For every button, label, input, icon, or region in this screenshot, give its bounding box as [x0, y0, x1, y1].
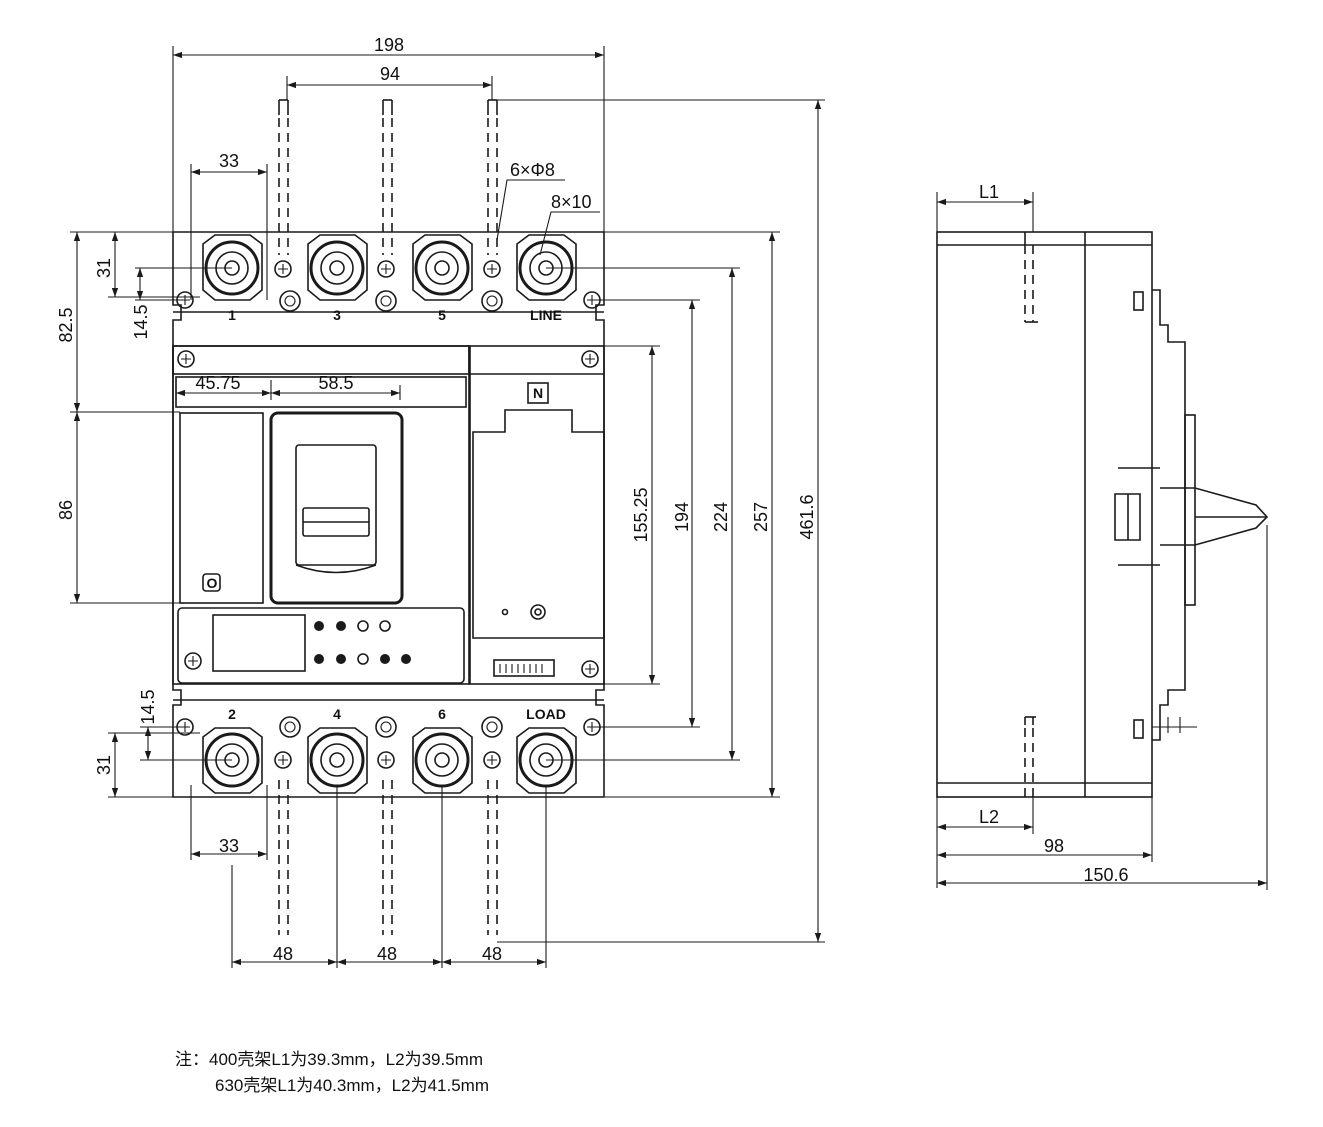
note-line-2: 630壳架L1为40.3mm，L2为41.5mm	[215, 1076, 490, 1095]
trip-indicator	[202, 573, 221, 592]
indicator-leds	[314, 620, 411, 665]
pole-label-top-3: 3	[333, 307, 341, 323]
dim-right-257: 257	[751, 502, 771, 532]
dim-left-14-5-top: 14.5	[131, 304, 151, 339]
dim-l2: L2	[979, 807, 999, 827]
dim-right-224: 224	[711, 502, 731, 532]
dip-switch	[493, 659, 555, 677]
dim-top-terminal-width: 33	[219, 151, 239, 171]
callout-hole-spec: 6×Φ8	[510, 160, 555, 180]
note-line-1: 注：400壳架L1为39.3mm，L2为39.5mm	[175, 1050, 484, 1069]
dim-pitch-2: 48	[377, 944, 397, 964]
dim-left-31-top: 31	[94, 258, 114, 278]
phase-barriers	[278, 99, 498, 935]
pole-label-line: LINE	[530, 307, 562, 323]
pole-label-bottom-6: 6	[438, 706, 446, 722]
dim-pitch-3: 48	[482, 944, 502, 964]
dim-depth-total: 150.6	[1083, 865, 1128, 885]
pole-label-bottom-4: 4	[333, 706, 341, 722]
control-strip	[177, 607, 465, 684]
side-body	[936, 231, 1153, 798]
terminal-top-5	[412, 234, 473, 301]
dim-inner-58-5: 58.5	[318, 373, 353, 393]
front-view: O N	[172, 99, 605, 935]
bottom-terminals	[202, 716, 577, 794]
pole-label-top-1: 1	[228, 307, 236, 323]
neutral-label: N	[533, 385, 543, 401]
pole-label-top-5: 5	[438, 307, 446, 323]
display-window	[212, 614, 306, 672]
dim-right-194: 194	[672, 502, 692, 532]
dim-l1: L1	[979, 182, 999, 202]
top-terminals	[202, 234, 577, 312]
terminal-top-3	[307, 234, 368, 301]
dim-depth-body: 98	[1044, 836, 1064, 856]
terminal-bottom-4	[307, 727, 368, 794]
dim-bottom-terminal-width: 33	[219, 836, 239, 856]
side-view	[936, 231, 1269, 798]
dim-right-461-6: 461.6	[797, 494, 817, 539]
dim-left-31-bottom: 31	[94, 755, 114, 775]
callout-slot-spec: 8×10	[551, 192, 592, 212]
dim-pitch-1: 48	[273, 944, 293, 964]
neutral-badge	[527, 382, 549, 404]
dim-inner-45-75: 45.75	[195, 373, 240, 393]
handle-window	[269, 411, 404, 605]
dim-left-14-5-bottom: 14.5	[138, 689, 158, 724]
side-dimensions: L1 L2 98 150.6	[936, 182, 1268, 890]
trip-indicator-label: O	[207, 575, 218, 591]
pole-label-bottom-2: 2	[228, 706, 236, 722]
dim-width-total: 198	[374, 35, 404, 55]
front-body-outline	[172, 231, 605, 798]
dim-right-155-25: 155.25	[631, 487, 651, 542]
terminal-bottom-6	[412, 727, 473, 794]
front-dimensions: 198 94 33 6×Φ8 8×10 31 14.5 82.5 86 14.5	[56, 35, 825, 968]
dim-left-86: 86	[56, 500, 76, 520]
side-handle-base	[1184, 414, 1196, 606]
dim-pole-span: 94	[380, 64, 400, 84]
pole-label-load: LOAD	[526, 706, 566, 722]
dim-left-82-5: 82.5	[56, 307, 76, 342]
main-cover	[172, 345, 470, 685]
